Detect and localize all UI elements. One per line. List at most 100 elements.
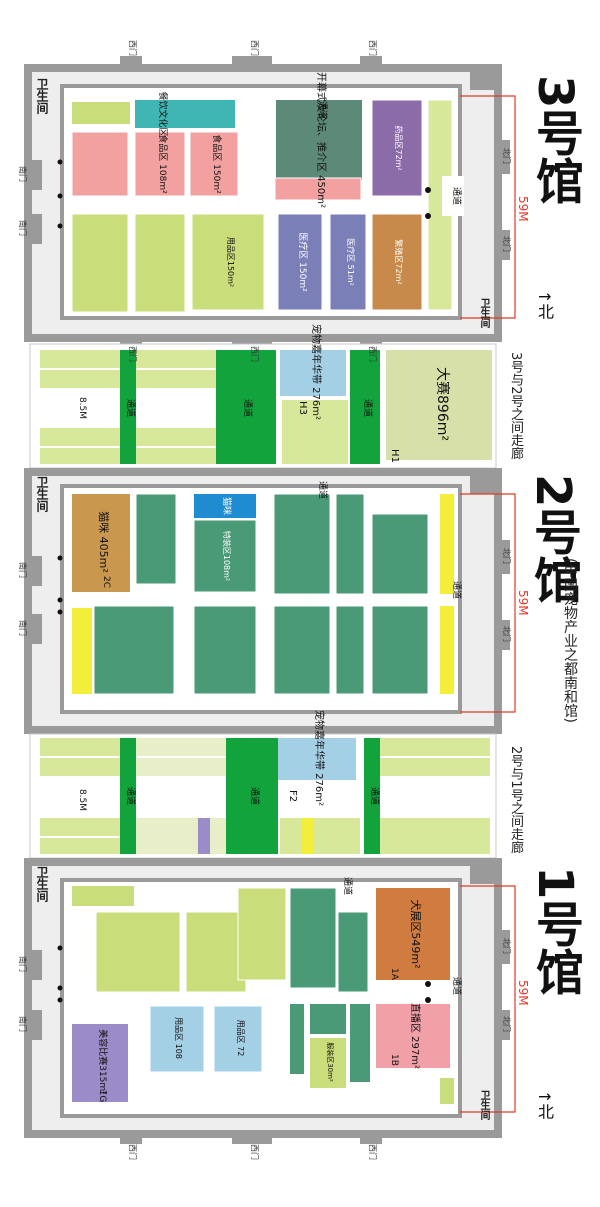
hall-1 xyxy=(24,858,516,1144)
aisle-label-7: 通道 xyxy=(451,581,463,599)
aisle-label-2: 通道 xyxy=(362,399,374,417)
corridor-2-1 xyxy=(29,733,497,859)
zone-food-150 xyxy=(189,131,239,197)
aisle-label-1: 通道 xyxy=(242,399,254,417)
zone-breeding-label: 繁殖区72m² xyxy=(394,239,404,284)
door-n-2: 北门 xyxy=(502,548,512,564)
zone-grooming-1g xyxy=(72,1024,128,1102)
zone-opening-label: 开幕式及论坛、推介区 450m² xyxy=(315,72,328,208)
hall-3-title: 3号馆 xyxy=(527,75,583,205)
hall-1-wc-right: 卫生间 xyxy=(478,1090,489,1120)
zone-cat-2c-label: 猫咪 405m² xyxy=(97,511,110,573)
hall-3-north: ↑北 xyxy=(535,290,554,320)
corr2-width: 8.5M xyxy=(77,789,87,811)
zone-catering-label: 餐饮文化区 xyxy=(157,91,169,136)
zone-labels: 餐饮文化区 开幕式及论坛、推介区 450m² 食品区 108m² 食品区 150m² 用… xyxy=(18,40,512,1160)
zone-supplies-108 xyxy=(149,1005,205,1073)
corridor-2-1-label: 2号与1号之间走廊 xyxy=(508,746,523,854)
corridor-3-2-label: 3号与2号之间走廊 xyxy=(508,352,523,460)
carnival-h3-label: 宠物嘉年华带 276m² xyxy=(310,324,323,420)
door-s-0: 南门 xyxy=(18,166,28,182)
door-n-0: 北门 xyxy=(502,148,512,164)
zone-breeding-72 xyxy=(371,213,423,311)
zone-opening-forum xyxy=(276,100,362,180)
zone-contest-h1 xyxy=(386,350,492,460)
door-mid-0: 西门 xyxy=(128,346,138,362)
door-s-4: 南门 xyxy=(18,956,28,972)
aisle-green-5 xyxy=(226,738,278,854)
zone-dog-1a-label: 犬展区549m² xyxy=(409,899,423,968)
zone-catering xyxy=(135,100,235,128)
zone-cat-blue xyxy=(194,494,256,518)
zone-food-108-label: 食品区 108m² xyxy=(157,134,169,194)
zone-medical-150-label: 医疗区 150m² xyxy=(297,232,309,292)
door-n-3: 北门 xyxy=(502,626,512,642)
aisle-green-3 xyxy=(350,350,380,464)
hall-3-wc-left: 卫生间 xyxy=(35,78,49,114)
zone-live-1b-code: 1B xyxy=(389,1054,399,1066)
zone-supplies-108-label: 用品区 108 xyxy=(174,1017,183,1059)
zone-cat-2c xyxy=(72,494,130,592)
door-s-3: 南门 xyxy=(18,620,28,636)
zone-food-108 xyxy=(134,131,186,197)
aisle-label-8: 通道 xyxy=(451,977,463,995)
door-n-1: 北门 xyxy=(502,236,512,252)
zone-carnival-h3 xyxy=(280,350,346,396)
aisle-label-4: 通道 xyxy=(249,787,261,805)
door-mid-1: 西门 xyxy=(250,346,260,362)
hall-3-width: 59M xyxy=(516,196,530,222)
zone-special-label: 特装区108m² xyxy=(222,531,232,581)
zone-live-1b-label: 直播区 297m² xyxy=(409,1003,422,1069)
aisle-label-9: 通道 xyxy=(317,101,329,119)
aisle-label-5: 通道 xyxy=(369,787,381,805)
carnival-f2-label: 宠物嘉年华带 276m² xyxy=(313,710,326,806)
zone-clothing-label: 服装区30m² xyxy=(326,1042,335,1082)
aisle-green-6 xyxy=(364,738,380,854)
hall-3-wc-right: 卫生间 xyxy=(478,298,489,328)
aisle-label-11: 通道 xyxy=(342,877,354,895)
hall-3 xyxy=(24,56,516,346)
door-top-1: 西门 xyxy=(250,40,260,56)
hall-2-subtitle: (中国宠物产业之都南和馆) xyxy=(562,558,578,723)
zone-drugs-label: 药品区72m² xyxy=(394,125,404,170)
zone-medical-150 xyxy=(277,213,323,311)
hall-2-wc-left: 卫生间 xyxy=(35,476,49,512)
zone-drugs-72 xyxy=(371,99,423,197)
door-bot-1: 西门 xyxy=(250,1144,260,1160)
contest-h1-label: 大赛896m² xyxy=(434,367,450,441)
door-top-2: 西门 xyxy=(368,40,378,56)
aisle-green-1 xyxy=(120,350,136,464)
zone-food-150-label: 食品区 150m² xyxy=(211,134,223,194)
door-s-1: 南门 xyxy=(18,220,28,236)
zone-dog-1a xyxy=(376,888,450,980)
door-n-4: 北门 xyxy=(502,938,512,954)
zone-cat-2c-code: 2C xyxy=(101,576,111,588)
corridor-3-2 xyxy=(29,343,497,469)
door-bot-0: 西门 xyxy=(128,1144,138,1160)
aisle-label-6: 通道 xyxy=(451,187,463,205)
zone-medical-51-label: 医疗区 51m² xyxy=(346,238,356,286)
door-top-0: 西门 xyxy=(128,40,138,56)
contest-h1-code: H1 xyxy=(389,449,400,463)
zone-medical-51 xyxy=(329,213,367,311)
zone-live-1b xyxy=(376,1004,450,1068)
zone-cat-blue-label: 猫咪 xyxy=(221,497,233,515)
zone-supplies-72 xyxy=(213,1005,263,1073)
hall-2 xyxy=(24,468,516,734)
aisle-label-0: 通道 xyxy=(125,399,137,417)
zone-clothing-30 xyxy=(310,1038,346,1088)
corr1-width: 8.5M xyxy=(77,397,87,419)
aisle-green-2 xyxy=(216,350,276,464)
door-mid-2: 西门 xyxy=(368,346,378,362)
aisle-green-4 xyxy=(120,738,136,854)
hall-1-width: 59M xyxy=(516,980,530,1006)
aisle-label-10: 通道 xyxy=(317,481,329,499)
zone-special-108 xyxy=(193,519,257,593)
zone-supplies-150-label: 用品区150m² xyxy=(226,237,235,287)
door-bot-2: 西门 xyxy=(368,1144,378,1160)
hall-1-north: ↑北 xyxy=(535,1090,554,1120)
door-s-5: 南门 xyxy=(18,1016,28,1032)
zone-grooming-code: 1G xyxy=(97,1090,107,1103)
zone-supplies-150 xyxy=(191,213,265,311)
